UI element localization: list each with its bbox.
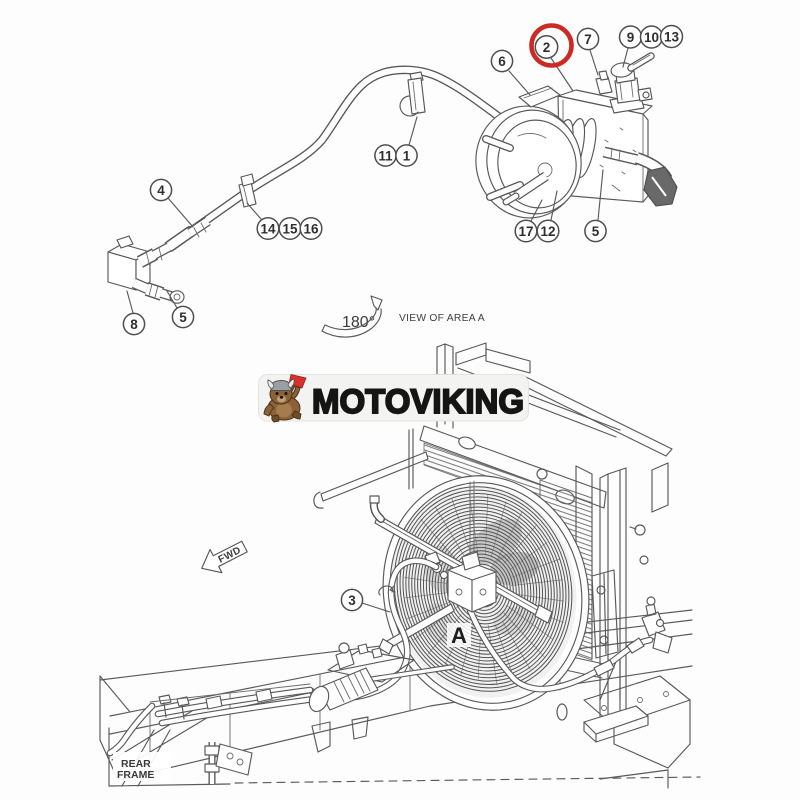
svg-text:14: 14: [260, 222, 276, 237]
svg-text:5: 5: [179, 310, 187, 325]
svg-text:5: 5: [592, 224, 600, 239]
svg-text:13: 13: [664, 30, 680, 45]
svg-text:16: 16: [303, 222, 319, 237]
svg-text:6: 6: [498, 54, 506, 69]
svg-text:1: 1: [403, 149, 411, 164]
svg-text:11: 11: [378, 149, 393, 164]
svg-text:7: 7: [584, 32, 592, 47]
svg-text:A: A: [451, 623, 467, 648]
svg-text:15: 15: [282, 222, 298, 237]
svg-text:4: 4: [157, 183, 165, 198]
svg-text:10: 10: [644, 30, 659, 45]
svg-text:3: 3: [348, 593, 356, 608]
svg-text:REAR: REAR: [121, 758, 151, 770]
svg-text:12: 12: [540, 224, 555, 239]
svg-text:180°: 180°: [342, 314, 375, 331]
svg-text:2: 2: [543, 40, 551, 55]
svg-text:9: 9: [627, 30, 635, 45]
svg-text:8: 8: [130, 317, 138, 332]
svg-text:VIEW OF AREA A: VIEW OF AREA A: [399, 313, 485, 324]
svg-text:MOTOVIKING: MOTOVIKING: [312, 383, 524, 421]
svg-text:17: 17: [518, 224, 533, 239]
svg-text:FRAME: FRAME: [117, 769, 154, 781]
